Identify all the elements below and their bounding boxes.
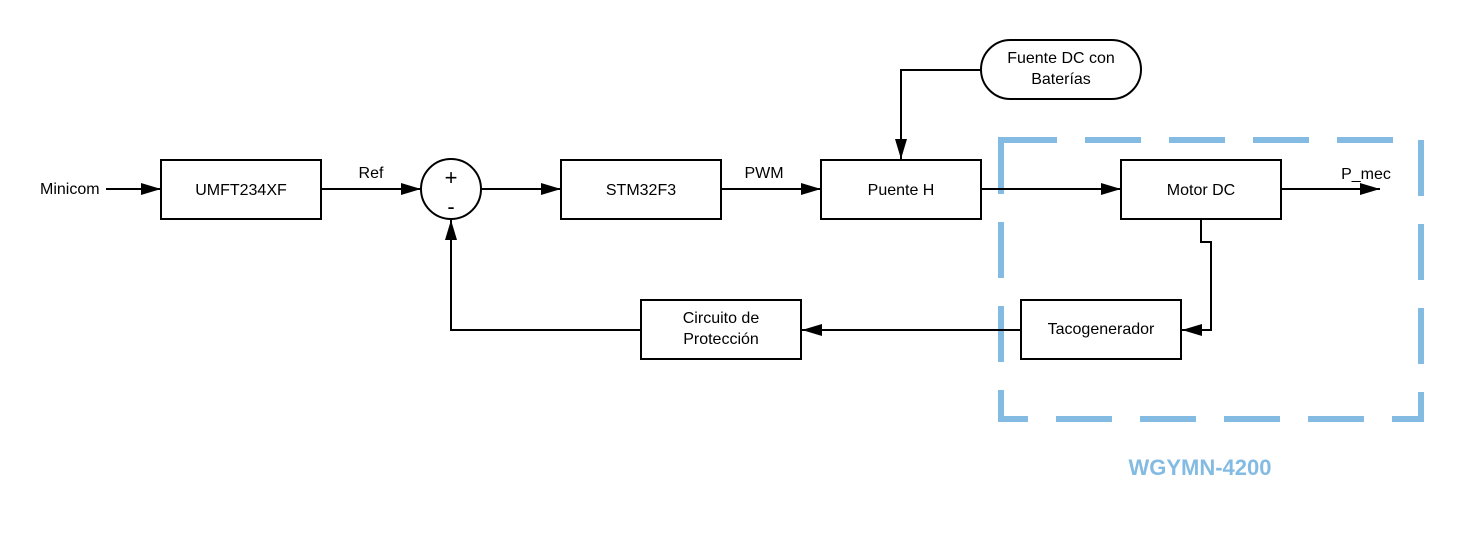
block-motor-dc: [1120, 159, 1282, 220]
signal-label-minicom: Minicom: [40, 181, 100, 198]
connector-motor-taco: [1182, 219, 1212, 336]
group-label: WGYMN-4200: [1128, 455, 1271, 480]
block-fuente-label-line2: Baterías: [1031, 71, 1091, 88]
sum-plus-sign: +: [445, 165, 458, 190]
block-motor-dc-label: Motor DC: [1167, 182, 1235, 199]
summing-junction: [420, 158, 482, 220]
signal-label-ref: Ref: [359, 165, 384, 182]
block-circuito-label-line1: Circuito de: [683, 310, 760, 327]
block-fuente-dc: [980, 39, 1142, 100]
connector-fuente-puente: [895, 69, 981, 159]
block-tacogenerador-label: Tacogenerador: [1048, 321, 1155, 338]
block-puente-h: [820, 159, 982, 220]
block-umft234xf-label: UMFT234XF: [195, 182, 287, 199]
block-circuito-label-line2: Protección: [683, 331, 759, 348]
sum-minus-sign: -: [447, 194, 454, 219]
signal-label-pwm: PWM: [744, 165, 783, 182]
block-umft234xf: [160, 159, 322, 220]
block-stm32f3: [560, 159, 722, 220]
block-stm32f3-label: STM32F3: [606, 182, 676, 199]
group-boundary-wgymn: [998, 137, 1424, 422]
connector-feedback-sum: [445, 220, 641, 331]
block-circuito-proteccion: [640, 299, 802, 360]
block-puente-h-label: Puente H: [868, 182, 935, 199]
signal-label-p-mec: P_mec: [1341, 166, 1391, 183]
block-tacogenerador: [1020, 299, 1182, 360]
block-fuente-label-line1: Fuente DC con: [1007, 50, 1115, 67]
